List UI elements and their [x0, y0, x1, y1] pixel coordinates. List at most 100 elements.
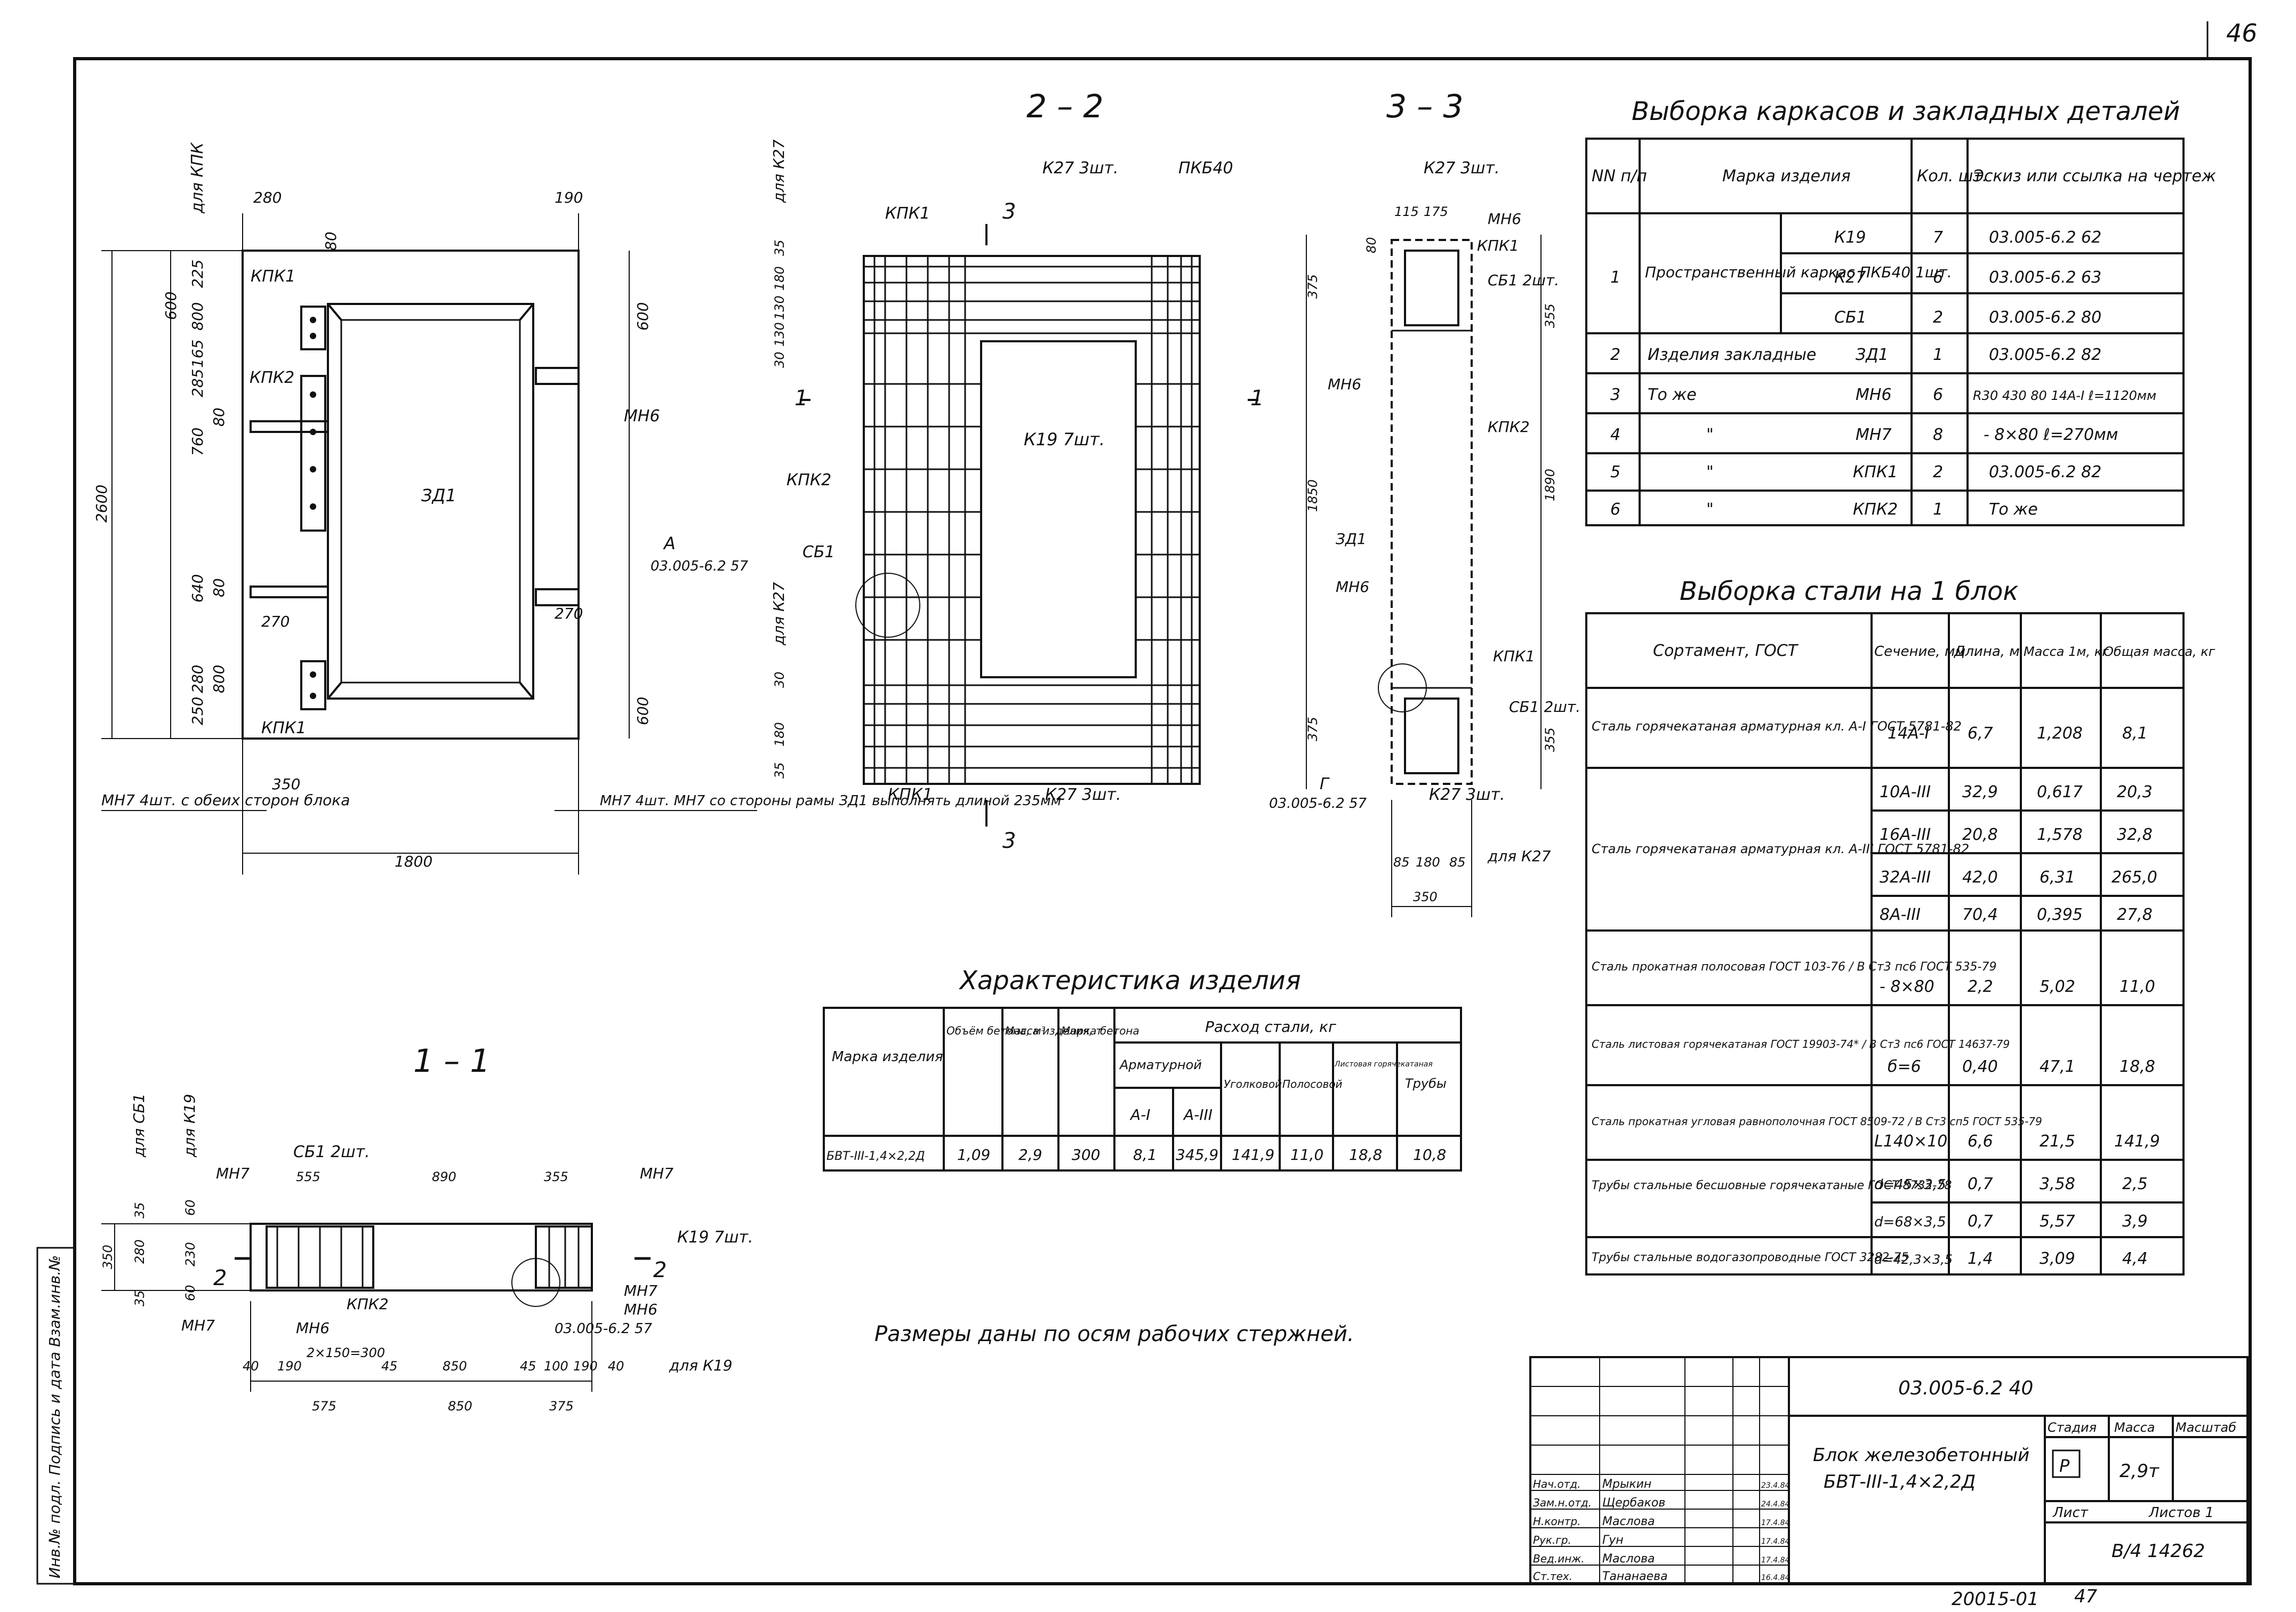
s22-cut-3-top: 3: [1002, 199, 1016, 224]
s33-label-kpk1-top: КПК1: [1477, 237, 1519, 254]
front-label-kpk1-bottom: КПК1: [261, 719, 306, 737]
s11-dim-2x150: 2×150=300: [307, 1345, 385, 1360]
s11-label-mn6-bl: МН6: [296, 1319, 330, 1337]
st-g5-r0-tot: 2,5: [2122, 1175, 2148, 1193]
ft-r2-ref: 03.005-6.2 80: [1989, 308, 2101, 327]
s33-label-zd1: ЗД1: [1336, 530, 1367, 548]
s11-dim-190b: 190: [573, 1359, 598, 1374]
st-g1-r0-sec: 10А-III: [1880, 783, 1931, 801]
s11-label-mn7-bl: МН7: [181, 1317, 215, 1334]
st-g2-r0-sec: - 8×80: [1880, 977, 1934, 996]
section-3-3-title: 3 – 3: [1386, 88, 1464, 125]
st-g6-r0-sec: d=42,3×3,5: [1874, 1252, 1953, 1267]
st-g6-r0-tot: 4,4: [2122, 1249, 2148, 1268]
s22-label-kpk1-bottom: КПК1: [888, 785, 933, 804]
s33-dim-1890: 1890: [1543, 469, 1558, 501]
s11-label-for-sb1: для СБ1: [130, 1093, 148, 1158]
st-g6-label: Трубы стальные водогазопроводные ГОСТ 32…: [1592, 1251, 1908, 1264]
dim-80b: 80: [210, 407, 228, 427]
s11-dim-850a: 850: [443, 1359, 467, 1374]
ct-h-angle: Уголковой: [1224, 1078, 1282, 1090]
dim-190: 190: [555, 189, 583, 206]
st-g0-r0-sec: 14А-I: [1888, 724, 1930, 743]
ft-r7-qty: 1: [1933, 500, 1943, 519]
ct-v-mass: 2,9: [1018, 1146, 1042, 1164]
tb-p4-name: Маслова: [1602, 1552, 1655, 1566]
st-g1-r3-len: 70,4: [1962, 905, 1998, 924]
front-label-kpk2: КПК2: [250, 368, 294, 387]
s11-label-mn7-r: МН7: [624, 1282, 657, 1300]
tb-stage-value: Р: [2059, 1456, 2070, 1476]
s22-dim-30b: 30: [772, 671, 787, 688]
st-g1-r0-len: 32,9: [1962, 783, 1998, 801]
tb-p3-date: 17.4.84: [1761, 1537, 1789, 1546]
dim-760: 760: [189, 428, 206, 456]
tb-p4-role: Вед.инж.: [1533, 1552, 1585, 1565]
dim-80: 80: [322, 231, 340, 251]
tb-code: 03.005-6.2 40: [1898, 1377, 2033, 1399]
section-1-1: 1 – 1 для СБ1 для К19 МН7 СБ1 2шт. МН7 К…: [100, 1042, 753, 1414]
st-h-len: Длина, м: [1954, 644, 2020, 660]
st-g4-r0-m1: 21,5: [2040, 1132, 2075, 1151]
s33-dim-180: 180: [1416, 855, 1440, 870]
s33-label-for-k27: для К27: [1487, 847, 1551, 865]
front-view: для КПК КПК1 КПК2 КПК1 МН6 ЗД1 МН7 4шт. …: [93, 142, 1061, 875]
side-stamp: Инв.№ подл. Подпись и дата Взам.инв.№: [46, 1255, 63, 1578]
s33-label-k27-top: К27 3шт.: [1424, 159, 1500, 178]
s22-label-pkb40: ПКБ40: [1178, 159, 1233, 178]
st-h-sec: Сечение, мм: [1874, 644, 1965, 660]
st-g4-r0-len: 6,6: [1968, 1132, 1993, 1151]
s33-label-kpk2: КПК2: [1488, 418, 1530, 436]
tb-p0-name: Мрыкин: [1602, 1478, 1651, 1491]
s11-dim-555: 555: [296, 1169, 320, 1184]
s11-label-kpk2: КПК2: [347, 1295, 389, 1313]
ft-r3-n: 2: [1610, 346, 1620, 364]
ft-r5-name: ": [1706, 426, 1714, 444]
tb-p2-date: 17.4.84: [1761, 1519, 1789, 1527]
s33-dim-355a: 355: [1543, 303, 1558, 328]
dim-600b: 600: [634, 697, 652, 725]
front-label-mn7-left: МН7 4шт. с обеих сторон блока: [101, 791, 350, 809]
st-h-total: Общая масса, кг: [2104, 644, 2215, 659]
s33-label-kpk1-low: КПК1: [1493, 647, 1535, 665]
ft-r5-n: 4: [1610, 426, 1620, 444]
dim-250: 250: [189, 697, 206, 725]
st-g5-r1-sec: d=68×3,5: [1874, 1214, 1946, 1230]
s11-dim-45b: 45: [520, 1359, 536, 1374]
bottom-number: 20015-01: [1952, 1589, 2039, 1610]
s11-dim-190a: 190: [277, 1359, 302, 1374]
ft-r7-n: 6: [1610, 500, 1620, 519]
ft-r6-qty: 2: [1933, 463, 1943, 482]
tb-p0-role: Нач.отд.: [1533, 1478, 1581, 1490]
dim-800b: 800: [210, 665, 228, 693]
ct-h-vol: Объём бетона, м³: [946, 1024, 1046, 1037]
ft-r7-mark: КПК2: [1853, 500, 1898, 519]
ft-r1-qty: 6: [1933, 268, 1943, 287]
tb-p1-name: Щербаков: [1602, 1496, 1665, 1510]
s33-label-k27-bottom: К27 3шт.: [1429, 785, 1505, 804]
front-label-mn7-right: МН7 4шт. МН7 со стороны рамы ЗД1 выполня…: [600, 793, 1061, 809]
s11-dim-280: 280: [132, 1239, 147, 1264]
ct-v-a3: 345,9: [1176, 1146, 1218, 1164]
s11-dim-60b: 60: [183, 1285, 198, 1301]
ct-h-a1: А-I: [1129, 1106, 1151, 1124]
st-g2-r0-len: 2,2: [1968, 977, 1993, 996]
st-g5-label: Трубы стальные бесшовные горячекатаные Г…: [1592, 1179, 1952, 1192]
s11-dim-850b: 850: [448, 1399, 472, 1414]
ct-h-mass: Масса изделия, т: [1005, 1024, 1103, 1037]
s11-dim-60a: 60: [183, 1199, 198, 1216]
s33-dim-115: 115: [1394, 204, 1419, 219]
s22-dim-180b: 180: [772, 722, 787, 747]
dim-165: 165: [189, 340, 206, 368]
dim-640: 640: [189, 574, 206, 603]
st-g1-r2-len: 42,0: [1962, 868, 1998, 887]
s33-dim-175: 175: [1424, 204, 1448, 219]
st-g1-r1-tot: 32,8: [2117, 825, 2153, 844]
ct-h-a3: А-III: [1183, 1106, 1213, 1124]
s33-label-g-ref: 03.005-6.2 57: [1269, 796, 1367, 812]
s11-label-for-k19: для К19: [181, 1094, 198, 1158]
tb-mass-label: Масса: [2114, 1420, 2155, 1435]
ft-r5-ref: - 8×80 ℓ=270мм: [1984, 426, 2118, 444]
s33-dim-375a: 375: [1305, 274, 1320, 299]
frames-table-title: Выборка каркасов и закладных деталей: [1632, 97, 2180, 126]
